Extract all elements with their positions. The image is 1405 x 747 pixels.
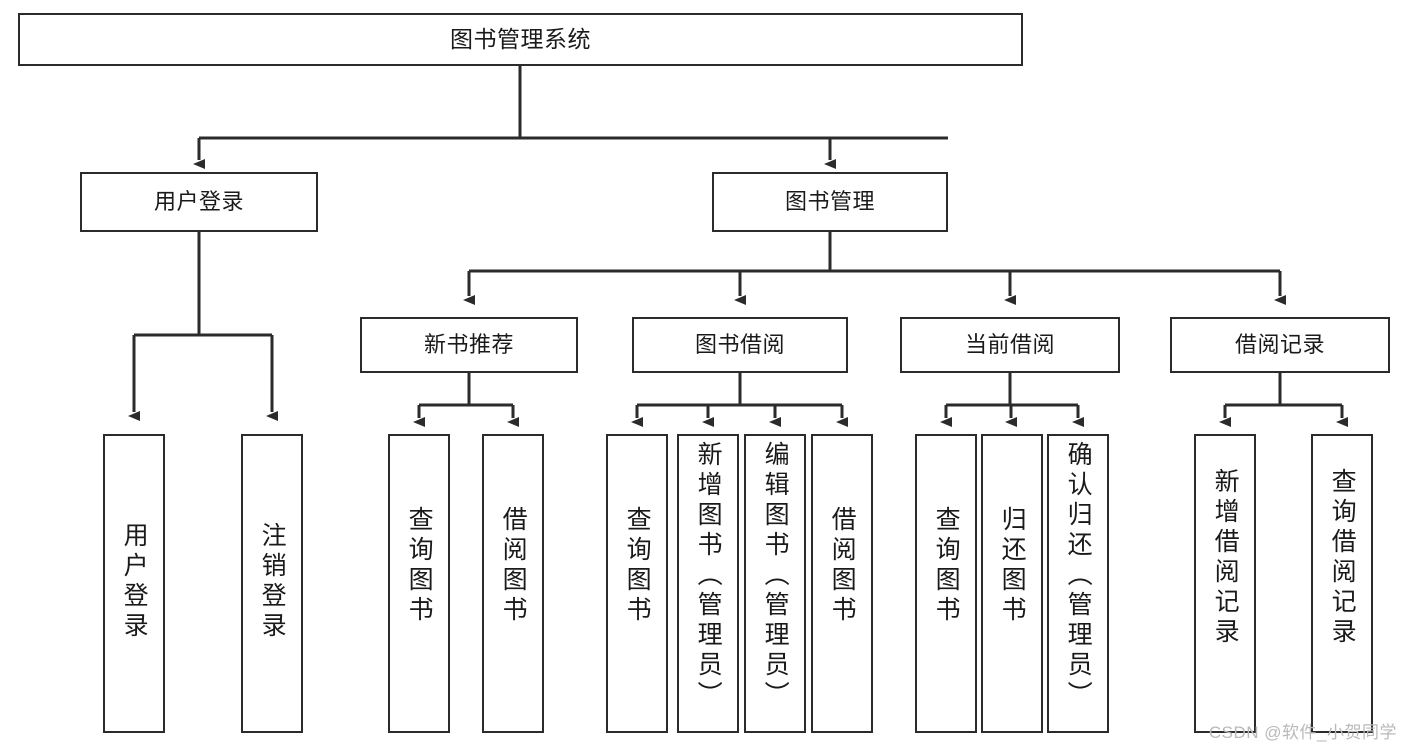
node-leaf-borrow-books-2[interactable]: 借阅图书 <box>811 434 873 733</box>
node-label: 新书推荐 <box>423 332 514 358</box>
node-new-book-recommend[interactable]: 新书推荐 <box>360 317 578 373</box>
node-label: 查询图书 <box>405 506 434 626</box>
node-leaf-add-borrow-record[interactable]: 新增借阅记录 <box>1194 434 1256 733</box>
node-label: 借阅图书 <box>499 506 528 626</box>
node-label: 图书管理系统 <box>450 25 591 52</box>
node-leaf-query-borrow-record[interactable]: 查询借阅记录 <box>1311 434 1373 733</box>
node-label: 新增图书（管理员） <box>694 441 723 711</box>
node-current-borrow[interactable]: 当前借阅 <box>900 317 1120 373</box>
node-label: 借阅图书 <box>828 506 857 626</box>
node-user-login[interactable]: 用户登录 <box>80 172 318 232</box>
node-book-borrow[interactable]: 图书借阅 <box>632 317 848 373</box>
node-label: 图书借阅 <box>694 332 785 358</box>
node-leaf-edit-book-admin[interactable]: 编辑图书（管理员） <box>744 434 806 733</box>
node-label: 当前借阅 <box>964 332 1055 358</box>
csdn-watermark: CSDN @软件_小贺同学 <box>1208 723 1397 742</box>
node-label: 用户登录 <box>153 189 244 215</box>
node-label: 新增借阅记录 <box>1211 468 1240 648</box>
node-label: 查询图书 <box>623 506 652 626</box>
node-label: 编辑图书（管理员） <box>761 441 790 711</box>
node-leaf-borrow-books-1[interactable]: 借阅图书 <box>482 434 544 733</box>
node-leaf-logout-login[interactable]: 注销登录 <box>241 434 303 733</box>
node-book-management[interactable]: 图书管理 <box>712 172 948 232</box>
node-borrow-record[interactable]: 借阅记录 <box>1170 317 1390 373</box>
node-label: 归还图书 <box>998 506 1027 626</box>
node-label: 注销登录 <box>258 522 287 642</box>
node-book-management-system[interactable]: 图书管理系统 <box>18 13 1023 66</box>
node-leaf-user-login[interactable]: 用户登录 <box>103 434 165 733</box>
node-label: 用户登录 <box>120 522 149 642</box>
node-label: 查询借阅记录 <box>1328 468 1357 648</box>
node-label: 查询图书 <box>932 506 961 626</box>
node-label: 图书管理 <box>784 189 875 215</box>
node-label: 借阅记录 <box>1234 332 1325 358</box>
node-label: 确认归还（管理员） <box>1064 441 1093 711</box>
node-leaf-return-books[interactable]: 归还图书 <box>981 434 1043 733</box>
node-leaf-add-book-admin[interactable]: 新增图书（管理员） <box>677 434 739 733</box>
node-leaf-query-books-1[interactable]: 查询图书 <box>388 434 450 733</box>
node-leaf-query-books-2[interactable]: 查询图书 <box>606 434 668 733</box>
node-leaf-confirm-return-admin[interactable]: 确认归还（管理员） <box>1047 434 1109 733</box>
node-leaf-query-books-3[interactable]: 查询图书 <box>915 434 977 733</box>
